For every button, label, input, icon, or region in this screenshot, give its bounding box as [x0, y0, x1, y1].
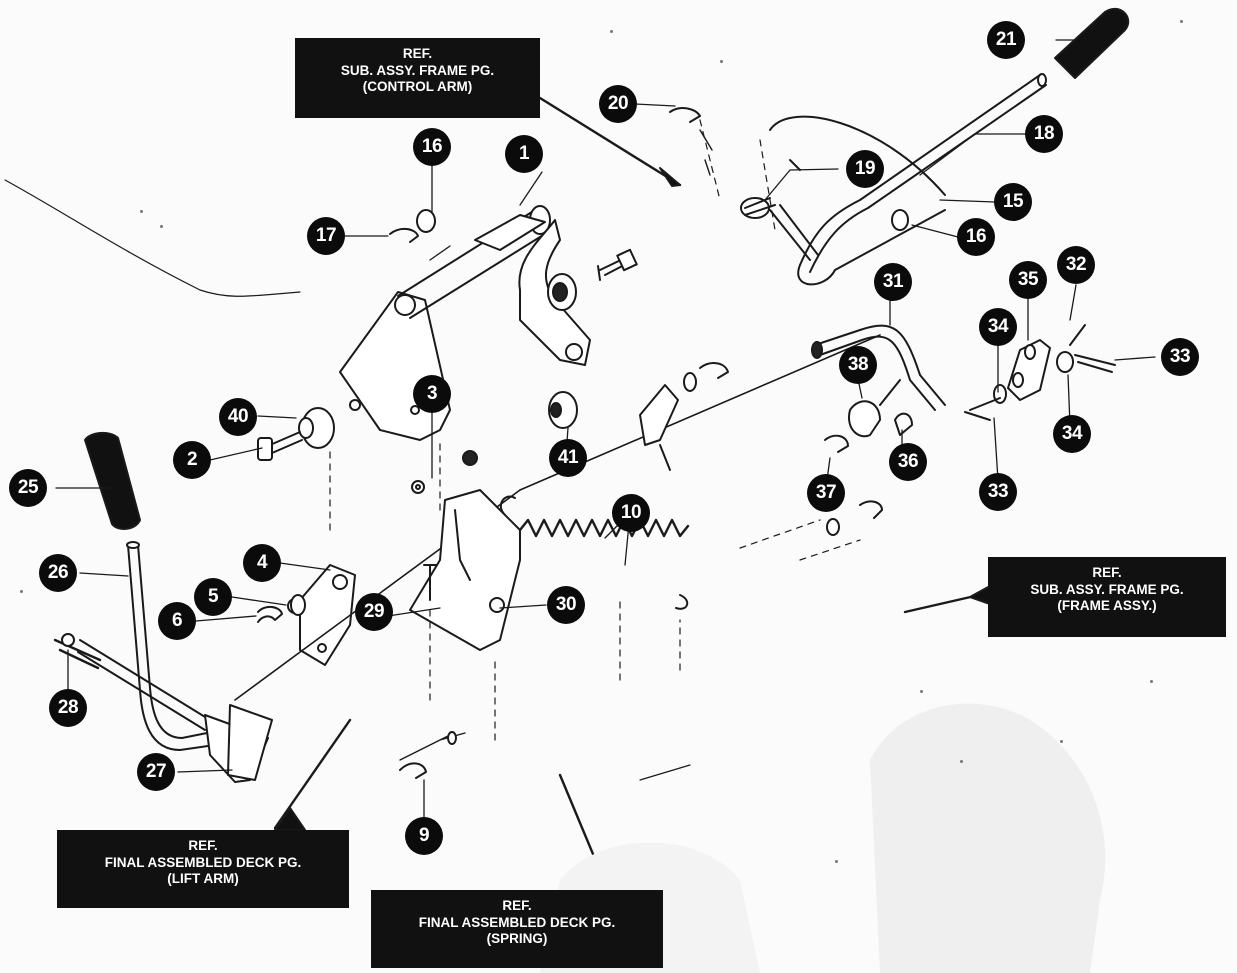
callout-15: 15: [994, 183, 1032, 221]
callout-32: 32: [1057, 246, 1095, 284]
callout-40: 40: [219, 398, 257, 436]
callout-27: 27: [137, 753, 175, 791]
callout-9: 9: [405, 817, 443, 855]
ref-line-2: FINAL ASSEMBLED DECK PG.: [104, 854, 302, 870]
print-speck: [720, 60, 723, 63]
callout-18: 18: [1025, 115, 1063, 153]
print-speck: [20, 590, 23, 593]
callout-33-right: 33: [1161, 338, 1199, 376]
ref-box-frame-assy: REF. SUB. ASSY. FRAME PG. (FRAME ASSY.): [988, 557, 1226, 637]
callout-37: 37: [807, 474, 845, 512]
print-speck: [835, 860, 838, 863]
callout-26: 26: [39, 554, 77, 592]
print-speck: [140, 210, 143, 213]
callout-10: 10: [612, 494, 650, 532]
print-speck: [1060, 740, 1063, 743]
ref-line-2: SUB. ASSY. FRAME PG.: [1030, 581, 1184, 597]
callout-1: 1: [505, 135, 543, 173]
plate-27: [227, 704, 273, 781]
grip-25: [84, 432, 141, 530]
print-speck: [1150, 680, 1153, 683]
callout-33-bottom: 33: [979, 473, 1017, 511]
ref-line-3: (CONTROL ARM): [362, 79, 473, 94]
ref-line-1: REF.: [402, 46, 433, 61]
ref-box-spring: REF. FINAL ASSEMBLED DECK PG. (SPRING): [371, 890, 663, 968]
ref-line-1: REF.: [1092, 565, 1122, 580]
watermark-shape: [870, 703, 1106, 973]
print-speck: [960, 760, 963, 763]
ref-box-control-arm: REF. SUB. ASSY. FRAME PG. (CONTROL ARM): [295, 38, 540, 118]
ref-line-1: REF.: [188, 838, 218, 853]
lift-lever: [127, 544, 216, 751]
callout-34-left: 34: [979, 308, 1017, 346]
callout-36: 36: [889, 443, 927, 481]
callout-20: 20: [599, 85, 637, 123]
rod-31: [814, 324, 946, 411]
ref-arrow-control-arm: [538, 96, 682, 187]
print-speck: [920, 690, 923, 693]
callout-35: 35: [1009, 261, 1047, 299]
ref-box-lift-arm: REF. FINAL ASSEMBLED DECK PG. (LIFT ARM): [57, 830, 349, 908]
callout-41: 41: [549, 439, 587, 477]
ref-line-2: SUB. ASSY. FRAME PG.: [340, 62, 495, 78]
bracket-4: [299, 564, 356, 666]
callout-25: 25: [9, 469, 47, 507]
callout-29: 29: [355, 593, 393, 631]
ref-line-2: FINAL ASSEMBLED DECK PG.: [418, 914, 616, 930]
ref-line-3: (LIFT ARM): [167, 871, 239, 886]
ref-line-3: (SPRING): [486, 931, 548, 946]
callout-34-right: 34: [1053, 415, 1091, 453]
callout-4: 4: [243, 544, 281, 582]
print-speck: [610, 30, 613, 33]
ref-line-1: REF.: [502, 898, 532, 913]
ref-line-3: (FRAME ASSY.): [1057, 598, 1157, 613]
frame-plate: [339, 291, 451, 441]
callout-30: 30: [547, 586, 585, 624]
callout-2: 2: [173, 441, 211, 479]
callout-31: 31: [874, 263, 912, 301]
callout-3: 3: [413, 375, 451, 413]
callout-17: 17: [307, 217, 345, 255]
callout-6: 6: [158, 602, 196, 640]
callout-19: 19: [846, 150, 884, 188]
grip-21: [1054, 7, 1130, 79]
spring-10: [518, 518, 690, 538]
frame-hole: [394, 294, 416, 316]
print-speck: [1180, 20, 1183, 23]
callout-16-top: 16: [413, 128, 451, 166]
callout-21: 21: [987, 21, 1025, 59]
print-speck: [160, 225, 163, 228]
callout-28: 28: [49, 689, 87, 727]
callout-5: 5: [194, 578, 232, 616]
callout-38: 38: [839, 346, 877, 384]
callout-16-right: 16: [957, 218, 995, 256]
deck-outline: [4, 179, 301, 297]
